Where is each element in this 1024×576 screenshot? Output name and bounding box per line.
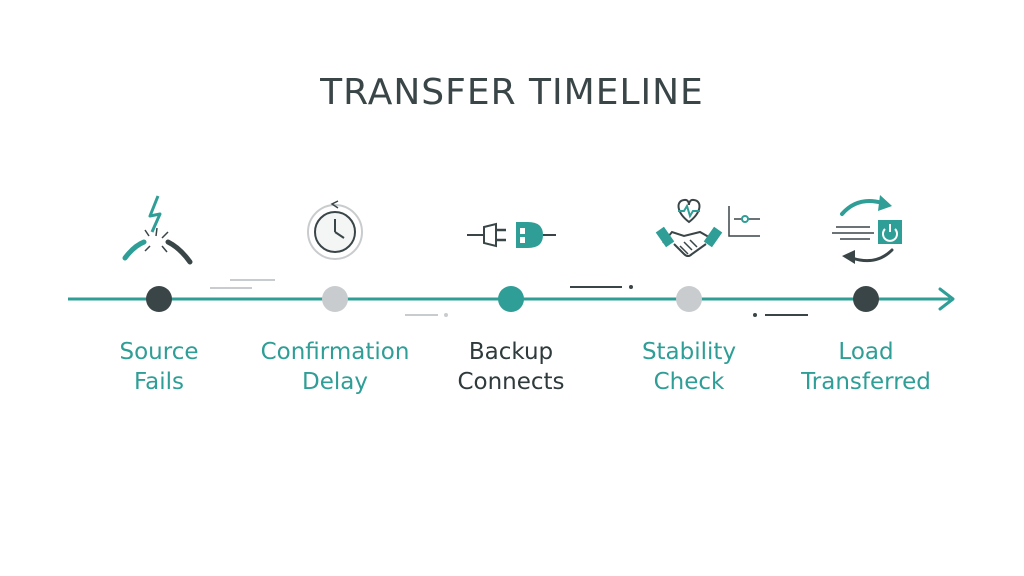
step-label-line2: Check [653, 369, 725, 395]
step-label-line2: Connects [457, 369, 565, 395]
step-marker-load-transferred [853, 286, 879, 312]
step-marker-stability-check [676, 286, 702, 312]
step-marker-confirmation-delay [322, 286, 348, 312]
clock-icon [307, 200, 363, 260]
timeline-arrowhead [938, 287, 955, 311]
power-switch-arrows-icon [832, 195, 902, 264]
step-label-line1: Confirmation [260, 339, 410, 365]
step-marker-source-fails [146, 286, 172, 312]
decorative-dashes [210, 279, 808, 317]
step-label-line2: Delay [302, 369, 368, 395]
step-label-line1: Source [119, 339, 199, 365]
broken-cable-lightning-icon [122, 195, 193, 265]
step-label-line1: Backup [468, 339, 554, 365]
step-label-source-fails: Source Fails [69, 337, 249, 397]
step-label-load-transferred: Load Transferred [776, 337, 956, 397]
step-label-backup-connects: Backup Connects [421, 337, 601, 397]
step-label-line1: Stability [641, 339, 737, 365]
step-label-stability-check: Stability Check [599, 337, 779, 397]
handshake-heartbeat-icon [655, 198, 760, 257]
plug-connect-icon [467, 222, 556, 248]
step-label-line2: Fails [134, 369, 184, 395]
step-label-line1: Load [838, 339, 894, 365]
step-marker-backup-connects [498, 286, 524, 312]
step-label-confirmation-delay: Confirmation Delay [245, 337, 425, 397]
diagram-title: TRANSFER TIMELINE [320, 72, 704, 113]
step-label-line2: Transferred [801, 369, 931, 395]
